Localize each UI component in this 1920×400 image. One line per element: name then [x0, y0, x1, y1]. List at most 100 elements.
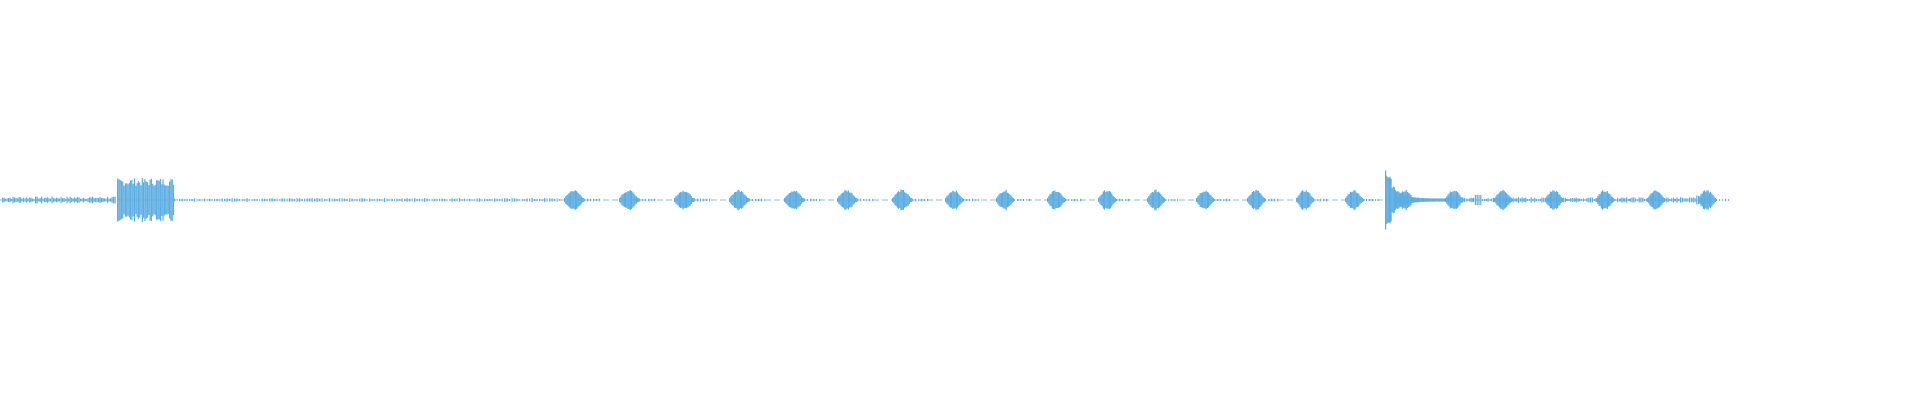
- waveform-sample: [296, 198, 298, 202]
- waveform-sample: [1498, 199, 1500, 201]
- waveform-sample: [1326, 198, 1328, 202]
- waveform-sample: [68, 198, 70, 202]
- waveform-spike-sample: [1397, 191, 1399, 209]
- waveform-spike-sample: [1438, 198, 1441, 202]
- waveform-burst-sample: [152, 183, 154, 217]
- waveform-blob-sample: [1346, 196, 1348, 204]
- waveform-sample: [1541, 197, 1543, 203]
- waveform-sample: [1546, 198, 1548, 202]
- waveform-sample: [294, 198, 296, 202]
- waveform-sample: [414, 198, 416, 202]
- waveform-sample: [1271, 198, 1273, 202]
- waveform-sample: [434, 198, 436, 202]
- waveform-sample: [26, 197, 28, 203]
- waveform-sample: [709, 198, 711, 202]
- waveform-blob-sample: [577, 192, 579, 208]
- waveform-sample: [291, 198, 293, 202]
- waveform-sample: [1694, 198, 1696, 203]
- waveform-sample: [33, 198, 35, 202]
- waveform-sample: [1494, 199, 1496, 201]
- waveform-sample: [179, 199, 181, 201]
- waveform-sample: [486, 199, 488, 201]
- waveform-sample: [1483, 198, 1485, 202]
- waveform-blob-sample: [583, 198, 585, 202]
- waveform-blob-sample: [677, 194, 679, 206]
- waveform-sample: [429, 199, 431, 201]
- waveform-sample: [1501, 198, 1503, 202]
- waveform-sample: [544, 198, 546, 202]
- waveform-blob-sample: [625, 192, 627, 208]
- waveform-sample: [214, 198, 216, 202]
- waveform-sample: [1649, 198, 1651, 202]
- waveform-blob-sample: [955, 190, 957, 210]
- waveform-sample: [299, 198, 301, 202]
- waveform-blob-sample: [1110, 191, 1112, 209]
- waveform-sample: [1548, 197, 1550, 203]
- waveform-spike-sample: [1427, 198, 1430, 202]
- waveform-blob-sample: [567, 194, 569, 206]
- waveform-blob-sample: [1257, 190, 1259, 210]
- waveform-spike-sample: [1409, 196, 1411, 204]
- waveform-blob-sample: [1149, 194, 1151, 206]
- waveform-sample: [1654, 197, 1656, 202]
- waveform-sample: [476, 198, 478, 202]
- waveform-sample: [1642, 197, 1644, 203]
- waveform-sample: [529, 198, 531, 202]
- waveform-sample: [1552, 198, 1554, 202]
- waveform-blob-sample: [837, 198, 839, 202]
- waveform-sample: [1487, 198, 1489, 202]
- waveform-sample: [924, 198, 926, 201]
- waveform-sample: [1563, 197, 1565, 203]
- waveform-blob-sample: [1353, 190, 1355, 211]
- waveform-sample: [321, 198, 323, 202]
- waveform-spike-sample: [1422, 198, 1424, 202]
- waveform-sample: [344, 198, 346, 202]
- waveform-sample: [1020, 199, 1022, 201]
- waveform-blob-sample: [1111, 193, 1113, 207]
- waveform-sample: [764, 199, 766, 201]
- waveform-sample: [1268, 199, 1270, 201]
- waveform-sample: [349, 198, 351, 202]
- waveform-blob-sample: [1248, 196, 1250, 204]
- waveform-spike-sample: [1434, 198, 1436, 202]
- waveform-sample: [12, 196, 14, 204]
- waveform-sample: [1523, 198, 1525, 202]
- waveform-blob-sample: [732, 194, 734, 206]
- waveform-blob-sample: [1196, 198, 1198, 202]
- waveform-spike-sample: [1411, 197, 1413, 203]
- waveform-sample: [1503, 197, 1505, 203]
- waveform-blob-sample: [1062, 196, 1064, 204]
- waveform-sample: [466, 199, 468, 201]
- waveform-blob-sample: [576, 191, 578, 209]
- waveform-burst-sample: [141, 178, 143, 222]
- waveform-spike-sample: [1430, 198, 1432, 202]
- waveform-blob-sample: [748, 198, 750, 202]
- waveform-sample: [1455, 198, 1457, 202]
- waveform-blob-sample: [1348, 194, 1350, 206]
- waveform-spike-sample: [1398, 191, 1400, 209]
- waveform-sample: [1363, 198, 1365, 202]
- waveform-blob-sample: [634, 195, 636, 205]
- waveform-sample: [359, 198, 361, 202]
- waveform-blob-sample: [619, 198, 621, 202]
- waveform-sample: [80, 198, 82, 202]
- waveform-sample: [38, 198, 40, 202]
- waveform-blob-sample: [1155, 189, 1157, 211]
- waveform-sample: [219, 199, 221, 201]
- waveform-blob-sample: [904, 192, 906, 208]
- waveform-burst-sample: [149, 179, 151, 221]
- waveform-blob-sample: [784, 198, 786, 202]
- waveform-sample: [406, 198, 408, 202]
- waveform-sample: [1474, 195, 1476, 205]
- waveform-sample: [209, 198, 211, 202]
- waveform-sample: [364, 198, 366, 202]
- waveform-sample: [241, 198, 243, 202]
- waveform-sample: [521, 199, 523, 201]
- waveform-sample: [216, 198, 218, 202]
- waveform-spike-sample: [1440, 198, 1442, 202]
- waveform-sample: [464, 198, 466, 202]
- waveform-blob-sample: [1005, 189, 1007, 211]
- waveform-sample: [366, 199, 368, 201]
- waveform-sample: [226, 198, 228, 202]
- waveform-sample: [32, 198, 34, 202]
